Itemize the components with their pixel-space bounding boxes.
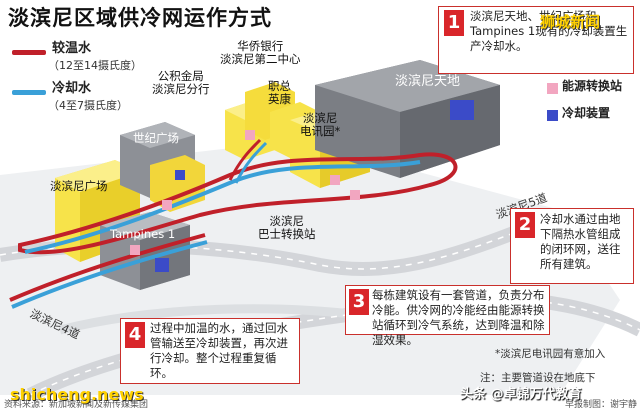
cold-water-label: 冷却水 <box>52 81 92 96</box>
cold-water-range: （4至7摄氏度） <box>48 99 128 112</box>
step-3-number: 3 <box>349 289 369 315</box>
warm-water-range: （12至14摄氏度） <box>48 59 142 72</box>
label-tampines-plaza: 淡滨尼广场 <box>50 179 108 193</box>
chart-credit: 早报制图：谢宇静 <box>565 400 638 410</box>
label-century-square: 世纪广场 <box>133 131 179 145</box>
step-4-number: 4 <box>125 322 145 348</box>
step-2-text: 冷却水通过由地下隔热水管组成的闭环网，送往所有建筑。 <box>540 212 621 271</box>
cold-water-line <box>12 90 46 95</box>
step-1-box <box>438 6 634 74</box>
step-4-text: 过程中加温的水，通过回水管输送至冷却装置，再次进行冷却。整个过程重复循环。 <box>150 321 288 380</box>
step-2-number: 2 <box>515 212 535 238</box>
label-cpf: 公积金局 淡滨尼分行 <box>152 69 210 97</box>
warm-water-line <box>12 50 46 55</box>
label-tampines-hub: 淡滨尼天地 <box>395 74 461 89</box>
label-tampines-mall: 淡滨尼 电讯园* <box>300 111 341 139</box>
watermark-top-right: 狮城新闻 <box>540 13 601 31</box>
source-credit: 资料来源：新加坡新闻及新传媒集团 <box>4 400 149 410</box>
label-tampines-1: Tampines 1 <box>110 227 176 241</box>
label-bus-interchange: 淡滨尼 巴士转换站 <box>258 214 316 242</box>
step-4-box <box>120 318 300 384</box>
pipe-note: 注：主要管道设在地底下 <box>480 372 596 384</box>
label-ocbc: 华侨银行 淡滨尼第二中心 <box>220 39 301 67</box>
energy-station-label: 能源转换站 <box>562 79 623 93</box>
step-1-text: 淡滨尼天地、世纪广场和 Tampines 1现有的冷却装置生产冷却水。 <box>470 9 628 53</box>
watermark-bottom-right: 头条 @卓锦万代教育 <box>460 387 582 402</box>
warm-water-label: 较温水 <box>52 41 92 56</box>
page-title: 淡滨尼区域供冷网运作方式 <box>8 6 272 30</box>
cooling-unit-label: 冷却装置 <box>562 106 611 120</box>
label-ntuc: 职总 英康 <box>268 79 291 107</box>
step-3-box <box>345 285 550 335</box>
footnote: *淡滨尼电讯园有意加入 <box>495 348 606 360</box>
energy-station-icon <box>547 83 558 94</box>
step-3-text: 每栋建筑设有一套管道，负责分布冷能。供冷网的冷能经由能源转换站循环到冷气系统，达… <box>372 288 545 347</box>
cooling-unit-icon <box>547 110 558 121</box>
watermark-bottom-left: shicheng.news <box>10 385 144 404</box>
step-1-number: 1 <box>444 10 464 36</box>
